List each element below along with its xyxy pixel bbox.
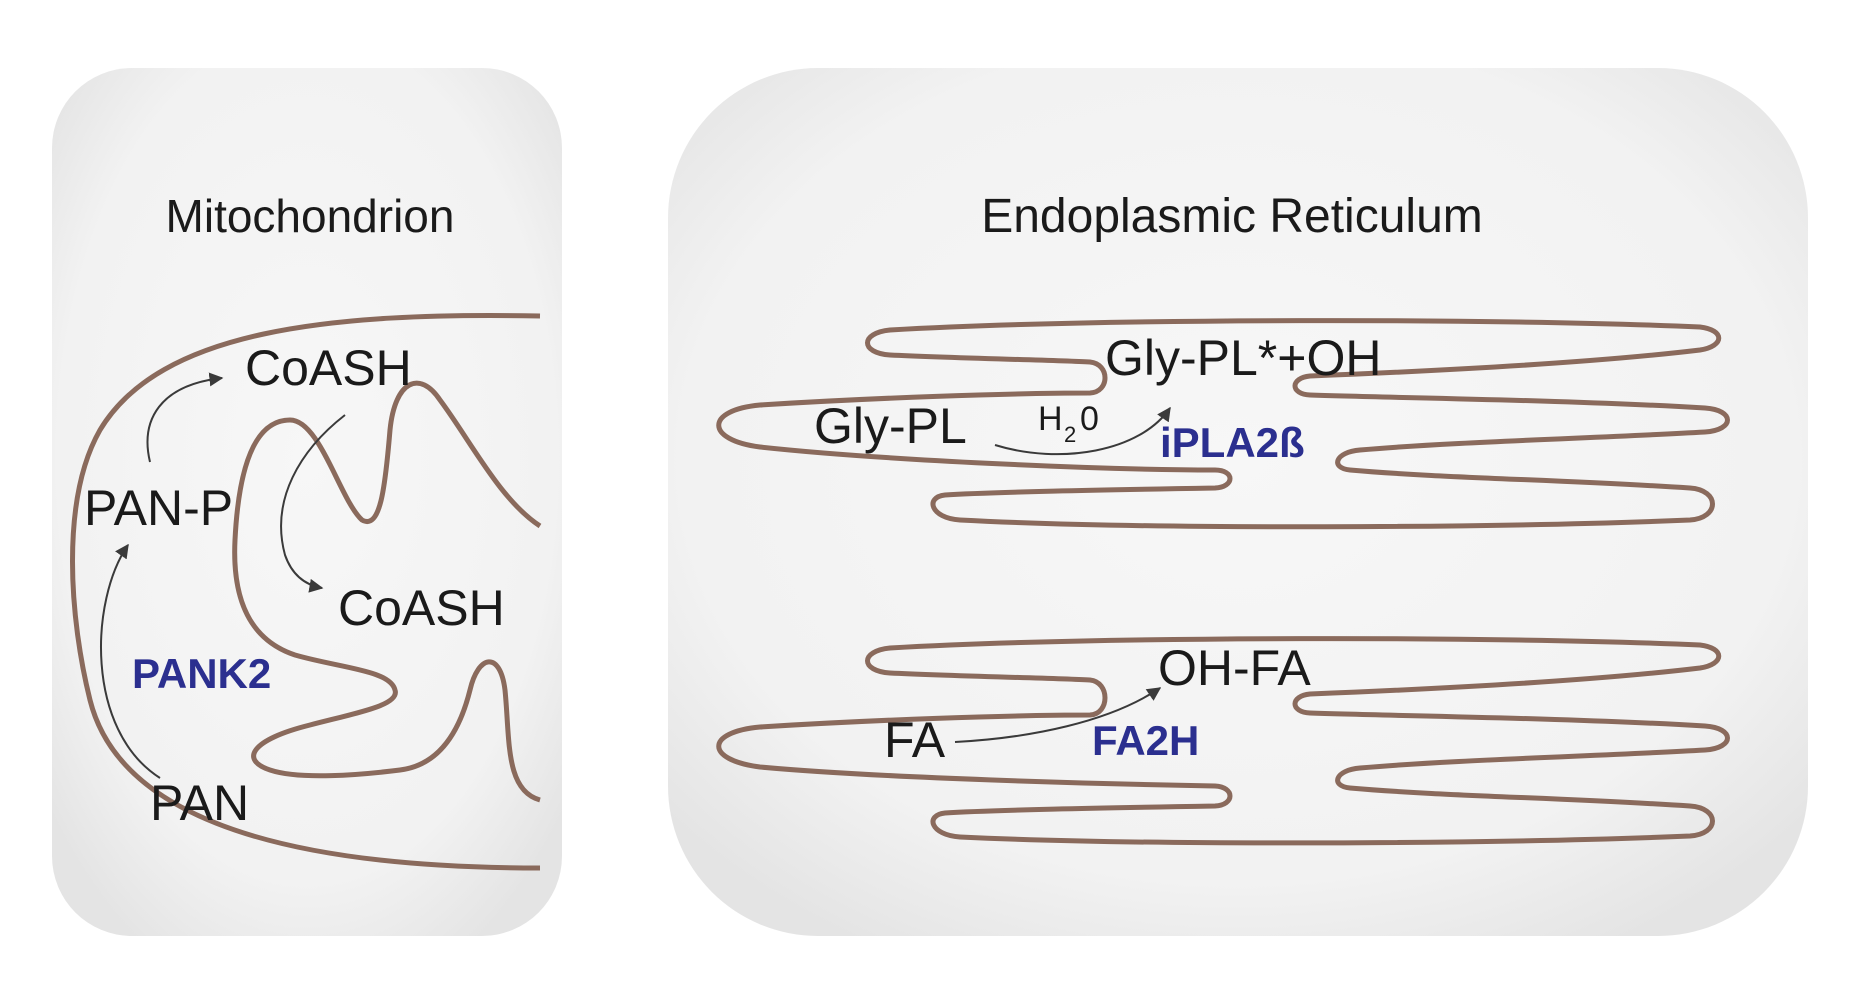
arrow-coash-inner <box>280 414 346 593</box>
oh-fa-label: OH-FA <box>1158 640 1311 696</box>
arrow-pan-to-panp <box>100 543 161 779</box>
coash-inner-label: CoASH <box>338 580 505 636</box>
pan-label: PAN <box>150 775 249 831</box>
mitochondrion-title: Mitochondrion <box>166 190 455 242</box>
gly-pl-product-label: Gly-PL*+OH <box>1105 330 1381 386</box>
gly-pl-substrate-label: Gly-PL <box>814 398 967 454</box>
water-h: H <box>1038 400 1063 438</box>
er-panel: Endoplasmic Reticulum Gly-PL*+OH Gly-PL … <box>668 68 1808 936</box>
er-title: Endoplasmic Reticulum <box>981 190 1483 243</box>
mitochondrion-outer-membrane <box>70 312 541 871</box>
mitochondrion-background <box>52 68 562 936</box>
pank2-enzyme-label: PANK2 <box>132 650 271 697</box>
arrow-panp-to-coash <box>146 372 224 463</box>
arrow-fa-to-ohfa <box>954 687 1162 743</box>
pan-p-label: PAN-P <box>84 480 233 536</box>
coash-top-label: CoASH <box>245 340 412 396</box>
mitochondrion-panel: Mitochondrion CoASH PAN-P CoASH PANK2 PA… <box>52 68 562 936</box>
er-lower-cisterna <box>716 636 1730 846</box>
mitochondrion-inner-membrane <box>232 380 542 803</box>
arrow-glypl-to-product <box>994 406 1171 456</box>
fa-label: FA <box>884 712 946 768</box>
water-o: 0 <box>1080 400 1099 438</box>
er-upper-cisterna <box>716 318 1730 530</box>
water-label: H 2 0 <box>1038 400 1099 447</box>
water-subscript: 2 <box>1064 422 1076 447</box>
ipla2b-enzyme-label: iPLA2ß <box>1160 419 1305 466</box>
fa2h-enzyme-label: FA2H <box>1092 717 1199 764</box>
